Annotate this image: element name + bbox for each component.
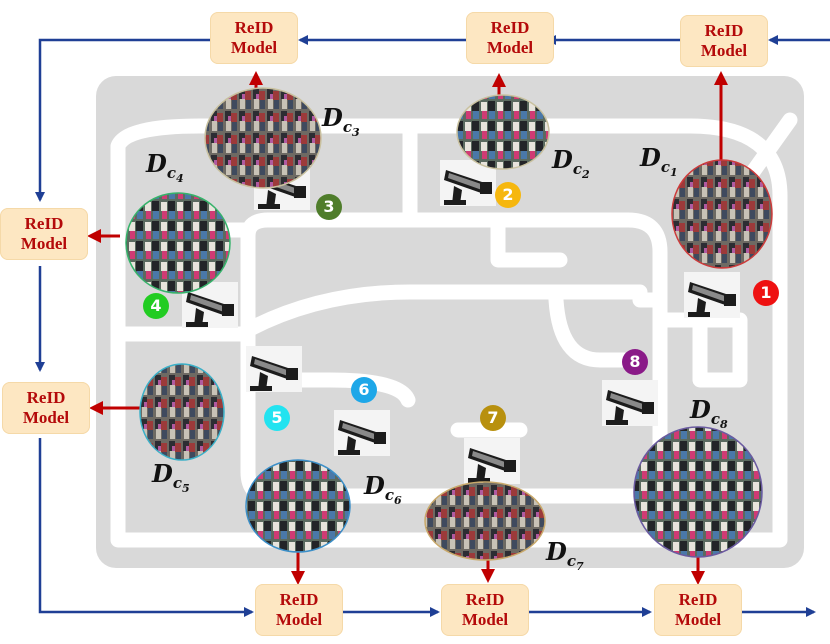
camera-5-badge: 5 bbox=[264, 405, 290, 431]
data-to-model-arrows bbox=[87, 71, 728, 585]
dataset-label-c2: Dc2 bbox=[552, 145, 590, 181]
dataset-c2-image bbox=[456, 94, 550, 170]
dataset-label-c4: Dc4 bbox=[146, 149, 184, 185]
dataset-label-c5: Dc5 bbox=[152, 459, 190, 495]
dataset-c8-image bbox=[633, 426, 763, 558]
dataset-label-c8: Dc8 bbox=[690, 395, 728, 431]
camera-1-badge: 1 bbox=[753, 280, 779, 306]
dataset-c1-image bbox=[671, 159, 773, 269]
dataset-c3-image bbox=[204, 87, 322, 189]
camera-8-badge: 8 bbox=[622, 349, 648, 375]
dataset-c4-image bbox=[125, 192, 231, 294]
dataset-c7-image bbox=[424, 481, 546, 561]
camera-6-icon bbox=[334, 410, 390, 456]
model-aggregation-flow bbox=[35, 35, 830, 617]
camera-5-icon bbox=[246, 346, 302, 392]
camera-7-icon bbox=[464, 438, 520, 484]
camera-1-icon bbox=[684, 272, 740, 318]
dataset-label-c7: Dc7 bbox=[546, 537, 584, 573]
dataset-c6-image bbox=[245, 459, 351, 553]
camera-7-badge: 7 bbox=[480, 405, 506, 431]
client-datasets bbox=[125, 87, 773, 561]
dataset-label-c1: Dc1 bbox=[640, 143, 678, 179]
camera-4-badge: 4 bbox=[143, 293, 169, 319]
dataset-c5-image bbox=[139, 363, 225, 461]
camera-3-badge: 3 bbox=[316, 194, 342, 220]
camera-6-badge: 6 bbox=[351, 377, 377, 403]
dataset-label-c3: Dc3 bbox=[322, 103, 360, 139]
camera-8-icon bbox=[602, 380, 658, 426]
camera-2-badge: 2 bbox=[495, 182, 521, 208]
dataset-label-c6: Dc6 bbox=[364, 471, 402, 507]
